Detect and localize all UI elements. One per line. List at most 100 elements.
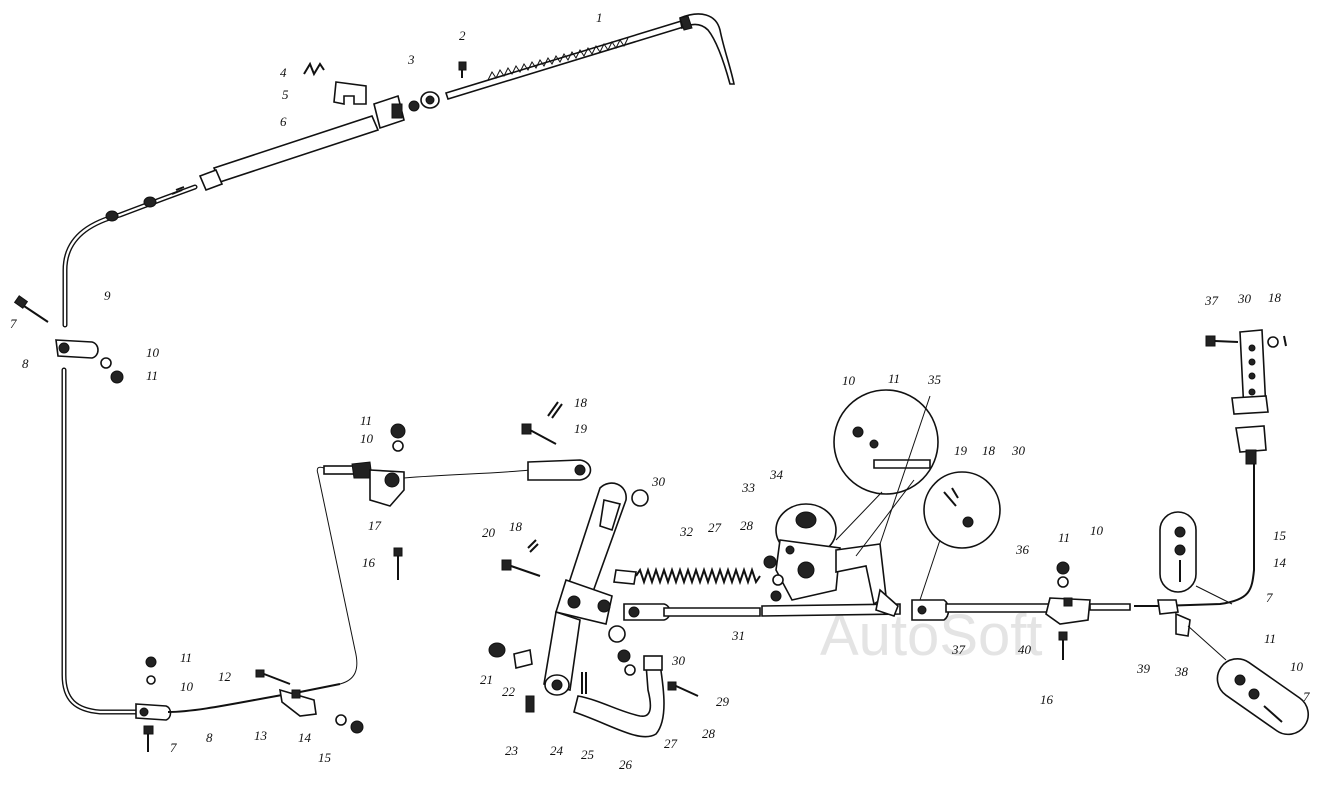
part-21-nut (488, 642, 506, 658)
part-10-washer-top (100, 357, 112, 369)
part-28-washer-b (770, 590, 782, 602)
part-5-plate (333, 81, 367, 105)
callout-32: 32 (679, 524, 694, 539)
callout-30: 30 (1237, 291, 1252, 306)
callout-1: 1 (596, 10, 603, 25)
wire-loop (316, 466, 358, 685)
part-30-washer-b (608, 625, 626, 643)
callout-17: 17 (368, 518, 382, 533)
callout-11: 11 (1264, 631, 1276, 646)
part-7-bolt-bottom (143, 725, 154, 752)
callout-5: 5 (282, 87, 289, 102)
part-34-valve (775, 503, 899, 617)
callout-15: 15 (318, 750, 332, 765)
callout-21: 21 (480, 672, 493, 687)
callout-10: 10 (1290, 659, 1304, 674)
callout-26: 26 (619, 757, 633, 772)
callout-18: 18 (574, 395, 588, 410)
part-10-washer-bottom (146, 675, 156, 685)
callout-7: 7 (1266, 590, 1273, 605)
callout-37: 37 (1204, 293, 1219, 308)
callout-28: 28 (740, 518, 754, 533)
part-14-washer (335, 714, 347, 726)
hand-lever-rod (444, 13, 735, 100)
part-23-fitting (525, 695, 535, 713)
part-16-bolt-17 (393, 547, 403, 580)
callout-7: 7 (10, 316, 17, 331)
callout-30: 30 (1011, 443, 1026, 458)
part-18-cotter-right (1283, 335, 1287, 347)
part-30-washer-a (631, 489, 649, 507)
callout-22: 22 (502, 684, 516, 699)
callout-18: 18 (1268, 290, 1282, 305)
part-37-upper-assembly (1231, 329, 1269, 465)
part-9-upper-cable (62, 184, 198, 328)
callout-10: 10 (842, 373, 856, 388)
callout-13: 13 (254, 728, 268, 743)
detail-circle-35 (833, 389, 939, 557)
callout-10: 10 (146, 345, 160, 360)
part-3-nut (420, 91, 440, 109)
part-22-bushing (513, 649, 533, 669)
callout-24: 24 (550, 743, 564, 758)
part-18-cotter-pin-20 (527, 539, 539, 553)
main-pedal-lever (543, 482, 627, 696)
detail-oval-lower (1187, 625, 1310, 736)
right-cable (1134, 460, 1255, 637)
callout-14: 14 (1273, 555, 1287, 570)
callout-39: 39 (1136, 661, 1151, 676)
callout-3: 3 (407, 52, 415, 67)
callout-16: 16 (1040, 692, 1054, 707)
callout-31: 31 (731, 628, 745, 643)
part-8-clamp-bottom (135, 703, 172, 721)
callout-35: 35 (927, 372, 942, 387)
part-7-bolt-top (13, 295, 49, 323)
part-10-washer-40 (1057, 576, 1069, 588)
part-27-nut-b (772, 574, 784, 586)
callout-8: 8 (206, 730, 213, 745)
callout-16: 16 (362, 555, 376, 570)
part-40-bracket (1045, 597, 1131, 625)
left-sheath-cable (61, 367, 143, 715)
callout-18: 18 (509, 519, 523, 534)
callout-10: 10 (180, 679, 194, 694)
part-17-bracket-assembly (323, 459, 592, 507)
part-11-nut-top (110, 370, 124, 384)
callout-25: 25 (581, 747, 595, 762)
callout-10: 10 (360, 431, 374, 446)
callout-19: 19 (954, 443, 968, 458)
callout-40: 40 (1018, 642, 1032, 657)
part-6-guide-tube (198, 94, 420, 192)
callout-28: 28 (702, 726, 716, 741)
callout-29: 29 (716, 694, 730, 709)
callout-4: 4 (280, 65, 287, 80)
part-12-bolt (255, 669, 291, 685)
callout-11: 11 (1058, 530, 1070, 545)
callout-20: 20 (482, 525, 496, 540)
callout-37: 37 (951, 642, 966, 657)
callout-19: 19 (574, 421, 588, 436)
callout-11: 11 (146, 368, 158, 383)
callout-2: 2 (459, 28, 466, 43)
part-31-rod (623, 603, 901, 621)
detail-oval-upper (1159, 511, 1233, 605)
detail-circle-19-18-30 (919, 471, 1001, 601)
callout-9: 9 (104, 288, 111, 303)
callout-27: 27 (708, 520, 722, 535)
callout-12: 12 (218, 669, 232, 684)
part-11-nut-40 (1056, 561, 1070, 575)
part-13-bracket (279, 688, 317, 717)
part-32-spring (613, 566, 761, 586)
part-11-nut-bottom (145, 656, 157, 668)
part-30-washer-right (1267, 336, 1279, 348)
callout-10: 10 (1090, 523, 1104, 538)
part-37-bolt-right (1205, 335, 1239, 347)
part-18-cotter-pin (547, 401, 563, 419)
part-15-nut (350, 720, 364, 734)
part-33-nut (763, 555, 777, 569)
callout-27: 27 (664, 736, 678, 751)
callout-30: 30 (671, 653, 686, 668)
part-4-spring-clip (303, 61, 325, 77)
